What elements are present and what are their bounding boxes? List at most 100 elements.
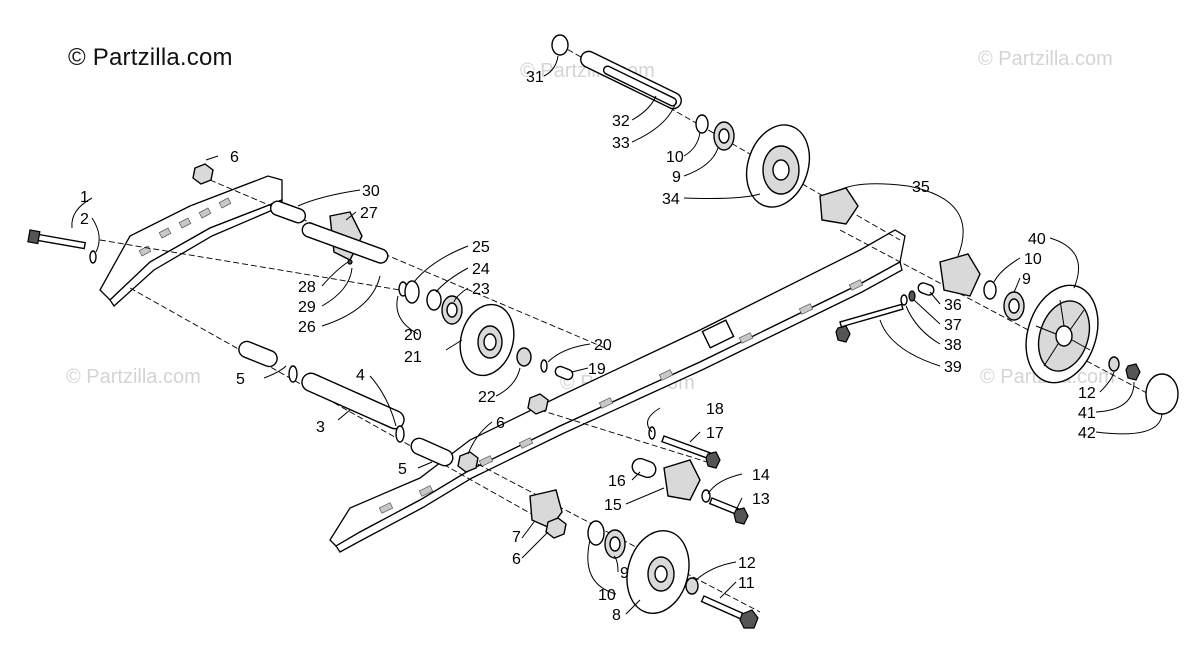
- label-18: 18: [706, 401, 724, 418]
- bearing-9-upper: [713, 121, 735, 151]
- spacer-30: [269, 200, 307, 224]
- bolt-13: [708, 497, 749, 525]
- label-9-right: 9: [1022, 271, 1031, 288]
- bolt-17: [661, 435, 721, 469]
- label-7: 7: [512, 529, 521, 546]
- label-14: 14: [752, 467, 770, 484]
- label-9-upper: 9: [672, 169, 681, 186]
- leader-lines: [71, 55, 1163, 615]
- bearing-9-right: [1003, 291, 1025, 321]
- label-31: 31: [526, 69, 544, 86]
- ring-4-left: [288, 365, 298, 383]
- spacer-36: [917, 282, 935, 296]
- cap-42: [1145, 373, 1179, 415]
- label-35: 35: [912, 179, 930, 196]
- watermark-left: © Partzilla.com: [66, 366, 201, 388]
- left-slide-rail: [99, 175, 283, 307]
- label-17: 17: [706, 425, 724, 442]
- bolt-41: [1125, 363, 1141, 381]
- bolt-1: [27, 229, 87, 250]
- spacer-19: [554, 365, 574, 381]
- label-21: 21: [404, 349, 422, 366]
- washer-14: [701, 489, 711, 503]
- label-22: 22: [478, 389, 496, 406]
- label-8: 8: [612, 607, 621, 624]
- label-10-right: 10: [1024, 251, 1042, 268]
- nut-6-mid: [457, 451, 479, 473]
- ring-4-right: [395, 425, 405, 443]
- label-25: 25: [472, 239, 490, 256]
- label-32: 32: [612, 113, 630, 130]
- ring-24: [426, 289, 442, 311]
- label-15: 15: [604, 497, 622, 514]
- label-34: 34: [662, 191, 680, 208]
- nut-6-bottom: [545, 517, 567, 539]
- bolt-39: [835, 303, 904, 343]
- washer-31: [551, 34, 569, 56]
- wheel-8: [626, 529, 690, 615]
- label-4: 4: [356, 367, 365, 384]
- label-29: 29: [298, 299, 316, 316]
- label-33: 33: [612, 135, 630, 152]
- label-20-right: 20: [594, 337, 612, 354]
- block-15: [663, 459, 701, 501]
- label-39: 39: [944, 359, 962, 376]
- label-28: 28: [298, 279, 316, 296]
- bearing-9-lower: [604, 529, 626, 559]
- label-38: 38: [944, 337, 962, 354]
- label-13: 13: [752, 491, 770, 508]
- label-19: 19: [588, 361, 606, 378]
- label-42: 42: [1078, 425, 1096, 442]
- washer-22: [516, 347, 532, 367]
- brand-watermark: © Partzilla.com: [68, 44, 233, 71]
- label-41: 41: [1078, 405, 1096, 422]
- spacer-16: [631, 457, 657, 479]
- hub-35-right: [939, 253, 981, 297]
- label-26: 26: [298, 319, 316, 336]
- ring-10-right: [983, 280, 997, 300]
- tube-3: [301, 372, 405, 430]
- label-27: 27: [360, 205, 378, 222]
- wheel-34: [745, 124, 811, 208]
- nut-6-top: [192, 163, 214, 185]
- spacer-5-left: [238, 340, 278, 368]
- label-40: 40: [1028, 231, 1046, 248]
- arm-27: [301, 211, 389, 264]
- bolt-11: [700, 595, 759, 629]
- washer-2: [89, 250, 97, 264]
- label-11: 11: [738, 575, 755, 592]
- pin-28: [347, 259, 353, 265]
- label-36: 36: [944, 297, 962, 314]
- label-5-left: 5: [236, 371, 245, 388]
- label-2: 2: [80, 211, 89, 228]
- label-6-top: 6: [230, 149, 239, 166]
- label-23: 23: [472, 281, 490, 298]
- label-12-right: 12: [1078, 385, 1096, 402]
- label-9-lower: 9: [620, 565, 629, 582]
- ring-25: [404, 280, 420, 304]
- label-6-bottom: 6: [512, 551, 521, 568]
- label-12-lower: 12: [738, 555, 756, 572]
- label-3: 3: [316, 419, 325, 436]
- label-6-mid: 6: [496, 415, 505, 432]
- label-24: 24: [472, 261, 490, 278]
- ring-10-upper: [695, 114, 709, 134]
- label-37: 37: [944, 317, 962, 334]
- label-16: 16: [608, 473, 626, 490]
- spacer-5-right: [410, 437, 454, 467]
- tube-33: [602, 65, 678, 107]
- watermark-top-right: © Partzilla.com: [978, 48, 1113, 70]
- label-30: 30: [362, 183, 380, 200]
- wheel-40: [1025, 284, 1099, 384]
- washer-38: [900, 294, 908, 306]
- label-20-left: 20: [404, 327, 422, 344]
- nut-6-center: [527, 393, 549, 415]
- part-labels: 1 2 3 4 5 5 6 6 6 7 8 9 9 9 10 10 10 11 …: [80, 69, 1096, 624]
- hub-35-left: [819, 187, 859, 225]
- washer-12-right: [1108, 356, 1120, 372]
- label-10-upper: 10: [666, 149, 684, 166]
- label-1: 1: [80, 189, 89, 206]
- bearing-23: [441, 295, 463, 325]
- washer-37: [908, 290, 916, 302]
